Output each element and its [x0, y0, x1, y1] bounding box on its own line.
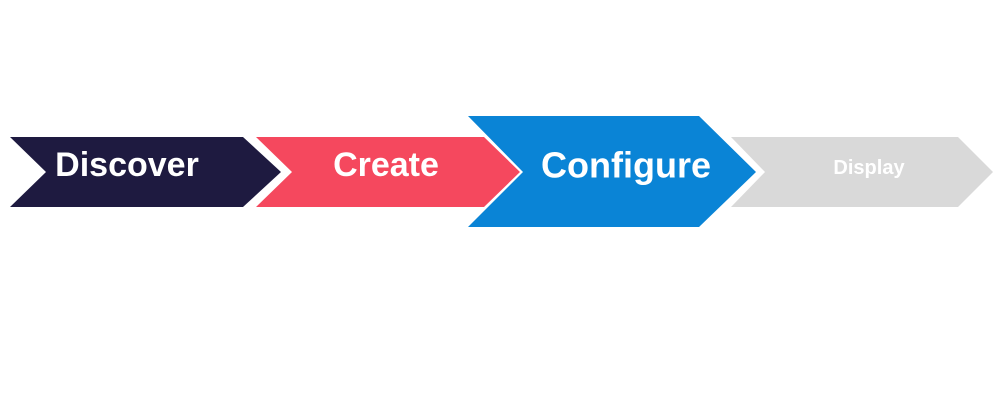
step-configure-label: Configure: [541, 145, 711, 186]
step-discover[interactable]: Discover: [10, 137, 281, 207]
step-display-label: Display: [833, 157, 905, 179]
step-configure-chevron: [468, 116, 756, 227]
step-create-chevron: [256, 137, 520, 207]
step-discover-chevron: [10, 137, 281, 207]
step-display-chevron: [731, 137, 993, 207]
step-create-label: Create: [333, 146, 439, 184]
step-configure[interactable]: Configure: [468, 116, 756, 227]
step-create[interactable]: Create: [256, 137, 520, 207]
step-discover-label: Discover: [55, 146, 199, 184]
step-display[interactable]: Display: [731, 137, 993, 207]
